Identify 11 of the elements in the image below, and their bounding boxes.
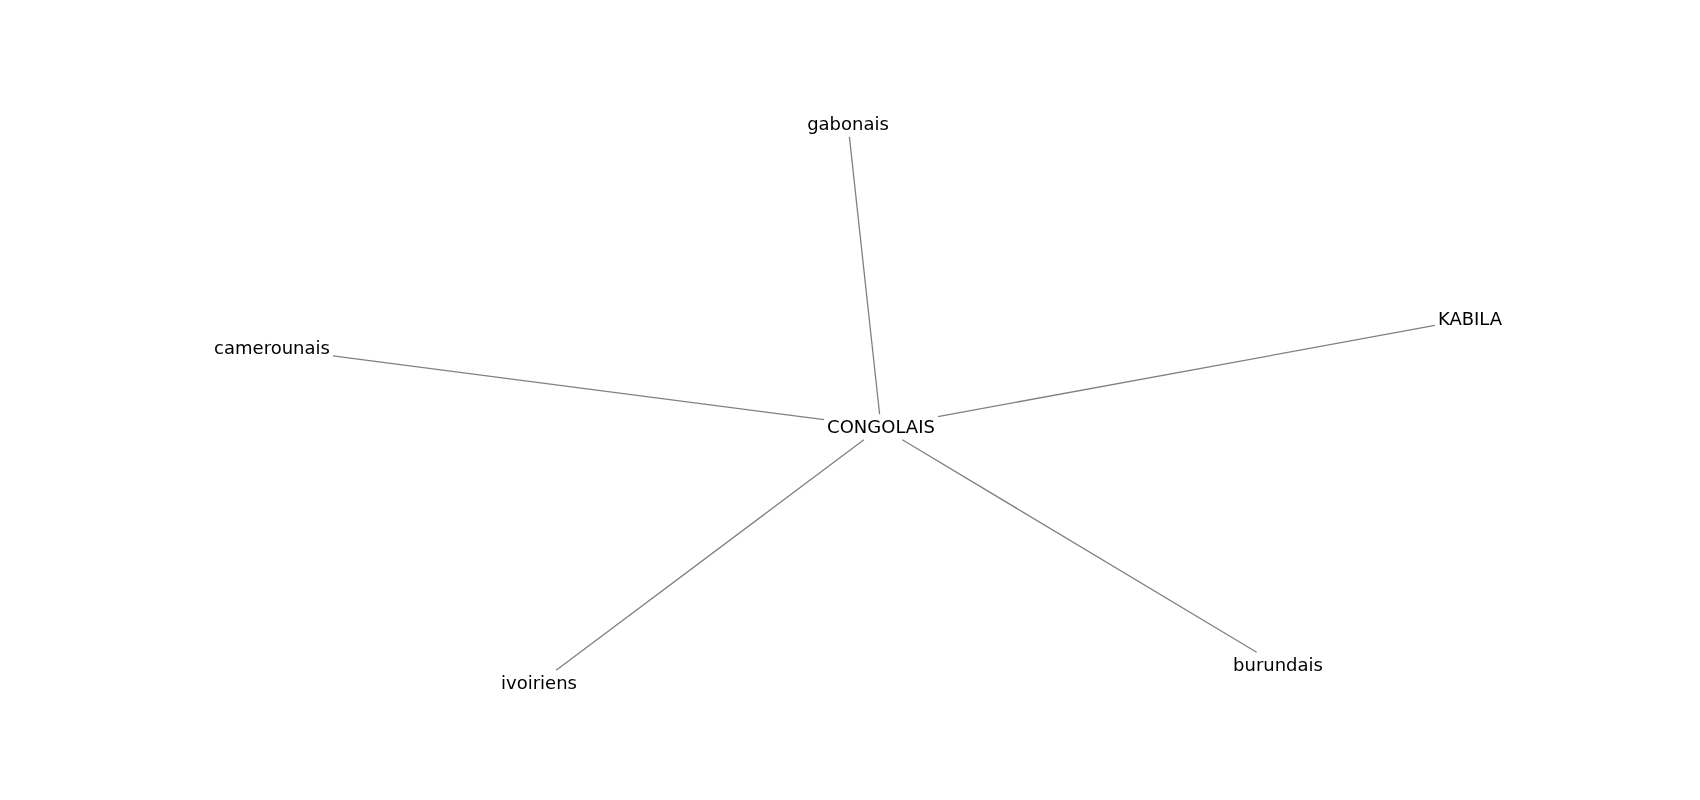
connector-line: [332, 355, 825, 421]
word-label: ivoiriens: [500, 672, 578, 694]
word-label: KABILA: [1436, 308, 1504, 330]
connector-line: [937, 324, 1436, 418]
word-label: CONGOLAIS: [826, 416, 936, 438]
word-label: camerounais: [213, 337, 331, 359]
connector-line: [848, 136, 881, 415]
connector-line: [555, 439, 865, 671]
word-label: burundais: [1232, 654, 1324, 676]
connector-line: [901, 439, 1258, 653]
word-label: gabonais: [806, 113, 890, 135]
